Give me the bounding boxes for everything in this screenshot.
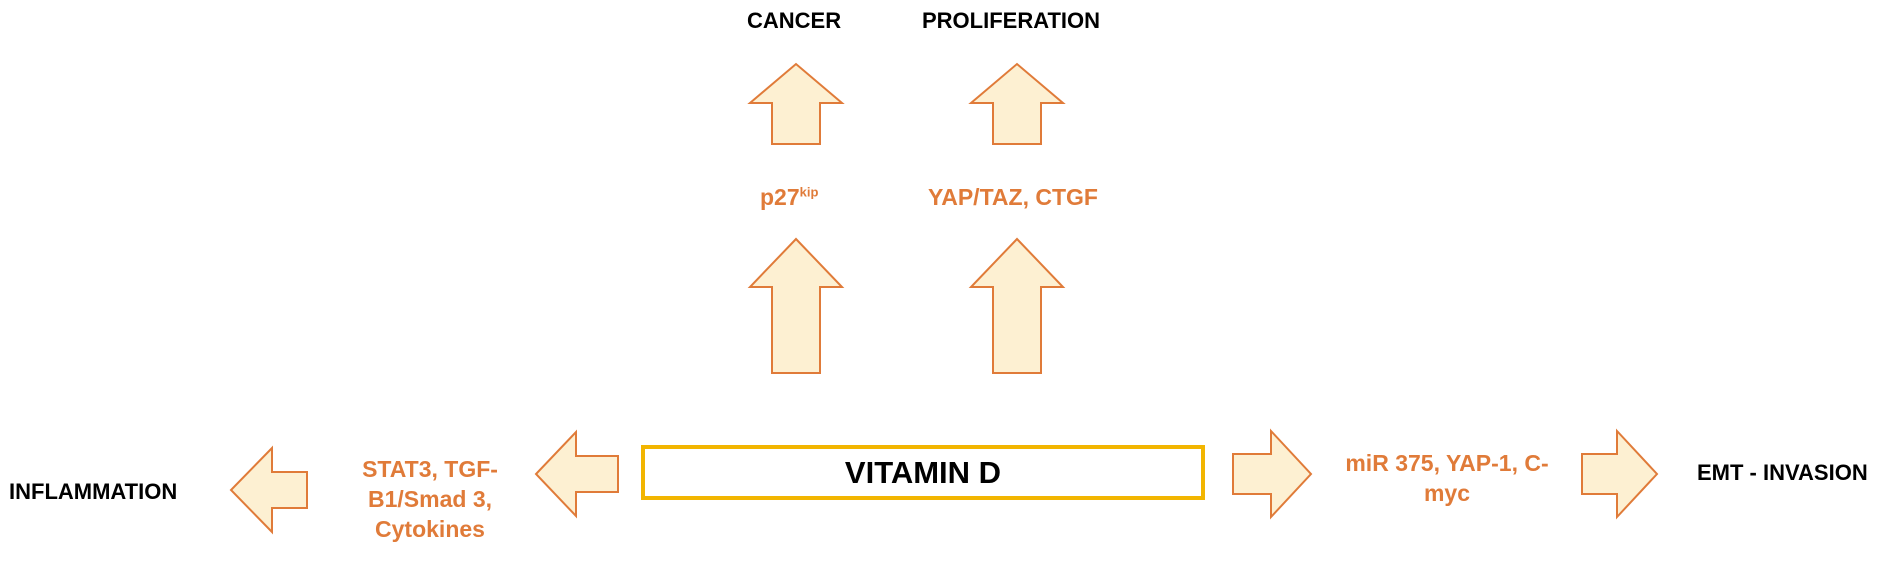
mediator-p27-sup: kip — [799, 184, 819, 200]
mediator-mir375-line-1: miR 375, YAP-1, C- — [1345, 450, 1549, 476]
mediator-stat3-tgf: STAT3, TGF- Β1/Smad 3, Cytokines — [350, 454, 510, 544]
mediator-mir375: miR 375, YAP-1, C- myc — [1322, 448, 1572, 508]
arrow-up-to-proliferation — [968, 62, 1066, 145]
mediator-mir375-line-2: myc — [1423, 480, 1471, 506]
arrow-left-to-inflammation — [229, 445, 308, 535]
arrow-up-to-p27 — [747, 237, 845, 374]
mediator-p27kip: p27kip — [760, 184, 819, 210]
arrow-left-to-stat3 — [534, 429, 619, 519]
mediator-p27-text: p27 — [760, 184, 800, 210]
mediator-stat3-line-3: Cytokines — [375, 516, 485, 542]
mediator-stat3-line-2: Β1/Smad 3, — [368, 486, 492, 512]
arrow-up-to-yap-taz — [968, 237, 1066, 374]
outcome-emt-invasion: EMT - INVASION — [1697, 460, 1868, 485]
outcome-inflammation: INFLAMMATION — [9, 479, 178, 504]
vitamin-d-label: VITAMIN D — [844, 454, 1002, 490]
arrow-up-to-cancer — [747, 62, 845, 145]
arrow-right-to-mir375 — [1232, 428, 1313, 520]
vitamin-d-box: VITAMIN D — [641, 445, 1205, 500]
mediator-stat3-line-1: STAT3, TGF- — [362, 456, 498, 482]
arrow-right-to-emt — [1581, 428, 1659, 520]
mediator-yap-taz-ctgf: YAP/TAZ, CTGF — [928, 184, 1098, 210]
outcome-cancer: CANCER — [747, 8, 842, 33]
outcome-proliferation: PROLIFERATION — [922, 8, 1101, 33]
